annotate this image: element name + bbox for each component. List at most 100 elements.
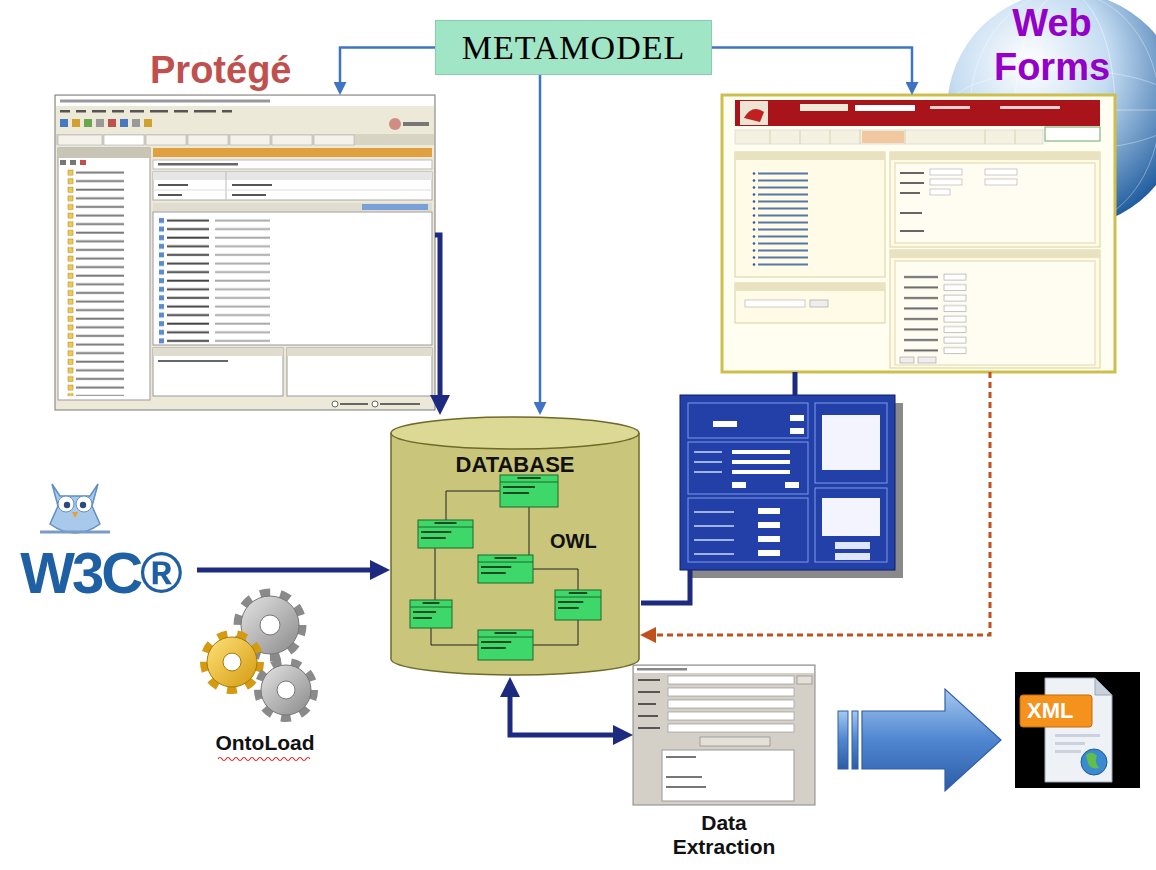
er-table	[555, 590, 601, 620]
connector-arrow	[197, 568, 382, 573]
connector-arrow	[644, 372, 990, 635]
web-forms-screenshot-part	[1045, 127, 1100, 141]
w3c-logo: W3C®	[5, 528, 195, 618]
data-extraction-screenshot-part-part	[668, 700, 794, 708]
er-table-row	[503, 492, 529, 494]
protege-screenshot-part	[60, 160, 86, 165]
data-extraction-screenshot-part-part	[638, 715, 658, 717]
blue-form-screenshot-part-part	[694, 451, 722, 453]
web-forms-screenshot-part-part	[900, 230, 924, 232]
xml-file-icon	[1015, 672, 1140, 788]
protege-screenshot-part	[158, 360, 228, 362]
gears-icon	[204, 593, 314, 718]
protege-screenshot-part-part	[108, 119, 116, 127]
web-forms-screenshot-part	[735, 152, 885, 277]
blue-form-screenshot-part-part	[790, 428, 804, 434]
protege-screenshot-part	[158, 163, 238, 166]
er-table-row	[478, 562, 533, 563]
protege-screenshot-part-part	[188, 135, 228, 145]
web-forms-screenshot-part	[900, 272, 1090, 356]
er-table-row	[413, 617, 432, 619]
web-forms-screenshot-part	[770, 130, 1015, 144]
er-table	[478, 630, 533, 660]
blue-form-screenshot-part-part	[694, 525, 734, 527]
protege-screenshot-part	[60, 100, 270, 103]
data-extraction-screenshot-part-part	[666, 776, 702, 778]
protege-screenshot-part-part	[112, 110, 124, 113]
web-forms-screenshot-part	[862, 131, 904, 143]
web-forms-screenshot-part-part	[900, 192, 920, 194]
protege-screenshot-part-part	[144, 119, 152, 127]
web-forms-screenshot-part-part	[930, 169, 962, 175]
owl-logo-part	[64, 502, 70, 508]
protege-screenshot-part-part	[60, 119, 68, 127]
data-extraction-screenshot-part	[638, 679, 660, 729]
protege-screenshot-part	[226, 172, 227, 200]
er-table-row	[421, 531, 451, 533]
web-forms-screenshot-part-part	[930, 179, 962, 185]
web-forms-screenshot-part	[890, 250, 1100, 258]
web-forms-screenshot-part	[735, 283, 885, 323]
blue-form-screenshot-part-part	[822, 415, 880, 470]
connector-arrow	[340, 48, 435, 93]
web-forms-screenshot-part	[895, 163, 1095, 243]
er-table-row	[495, 632, 517, 634]
er-table-box	[478, 630, 533, 660]
web-forms-screenshot-part	[810, 300, 828, 307]
protege-screenshot-part	[340, 403, 368, 405]
protege-screenshot-part	[380, 403, 420, 405]
er-table-box	[418, 520, 473, 548]
protege-screenshot-part	[153, 172, 432, 180]
blue-form-screenshot-part-part	[732, 460, 790, 464]
data-extraction-screenshot-part-part	[638, 691, 660, 693]
web-forms-screenshot-part	[735, 100, 1100, 126]
protege-screenshot-part-part	[194, 110, 216, 113]
data-extraction-screenshot-part	[666, 756, 706, 788]
web-forms-screenshot-part	[895, 261, 1095, 365]
web-forms-screenshot-part-part	[985, 130, 986, 144]
data-extraction-screenshot-part-part	[668, 724, 794, 732]
data-extraction-screenshot	[633, 665, 815, 805]
owl-label: OWL	[550, 529, 597, 553]
big-arrow-bars	[838, 711, 858, 769]
protege-screenshot-part-part	[70, 160, 76, 165]
connector-arrow	[510, 685, 625, 735]
protege-screenshot-part	[155, 216, 355, 344]
blue-form-screenshot-part-part	[694, 539, 734, 541]
tool-caption: OntoLoad	[195, 731, 335, 755]
protege-screenshot-part-part	[104, 135, 144, 145]
er-table	[418, 520, 473, 548]
data-extraction-screenshot-part-part	[668, 688, 794, 696]
ontoload-tool: OntoLoad	[195, 585, 335, 755]
web-forms-screenshot-part	[735, 152, 885, 160]
blue-form-screenshot-part-part	[835, 553, 870, 560]
owl-logo-part	[72, 512, 78, 518]
blue-form-screenshot-part-part	[785, 482, 799, 488]
er-table-box	[500, 475, 558, 507]
edge-layer	[197, 48, 1001, 792]
protege-screenshot-part	[153, 348, 283, 356]
protege-screenshot-part-part	[314, 135, 354, 145]
web-forms-screenshot-part	[1000, 106, 1060, 109]
protege-screenshot-part	[153, 203, 432, 211]
protege-screenshot-part	[60, 118, 429, 130]
protege-screenshot-part	[287, 348, 432, 396]
er-table-row	[481, 566, 511, 568]
er-table-row	[481, 572, 506, 574]
web-forms-screenshot-part-part	[900, 172, 924, 174]
tool-caption: Data Extraction	[654, 811, 794, 859]
web-forms-screenshot-part	[918, 357, 936, 363]
protege-screenshot-part-part	[130, 110, 144, 113]
er-table-row	[421, 537, 446, 539]
er-table-row	[413, 611, 436, 613]
er-table-row	[423, 602, 440, 604]
cylinder-top	[391, 417, 639, 449]
er-table	[410, 600, 452, 628]
protege-screenshot-part	[153, 212, 432, 345]
er-table-row	[481, 641, 511, 643]
blue-form-screenshot-part-part	[758, 508, 780, 514]
owl-logo-part	[80, 502, 86, 508]
web-forms-screenshot-part	[930, 169, 1017, 195]
blue-form-screenshot-part-part	[688, 442, 808, 494]
